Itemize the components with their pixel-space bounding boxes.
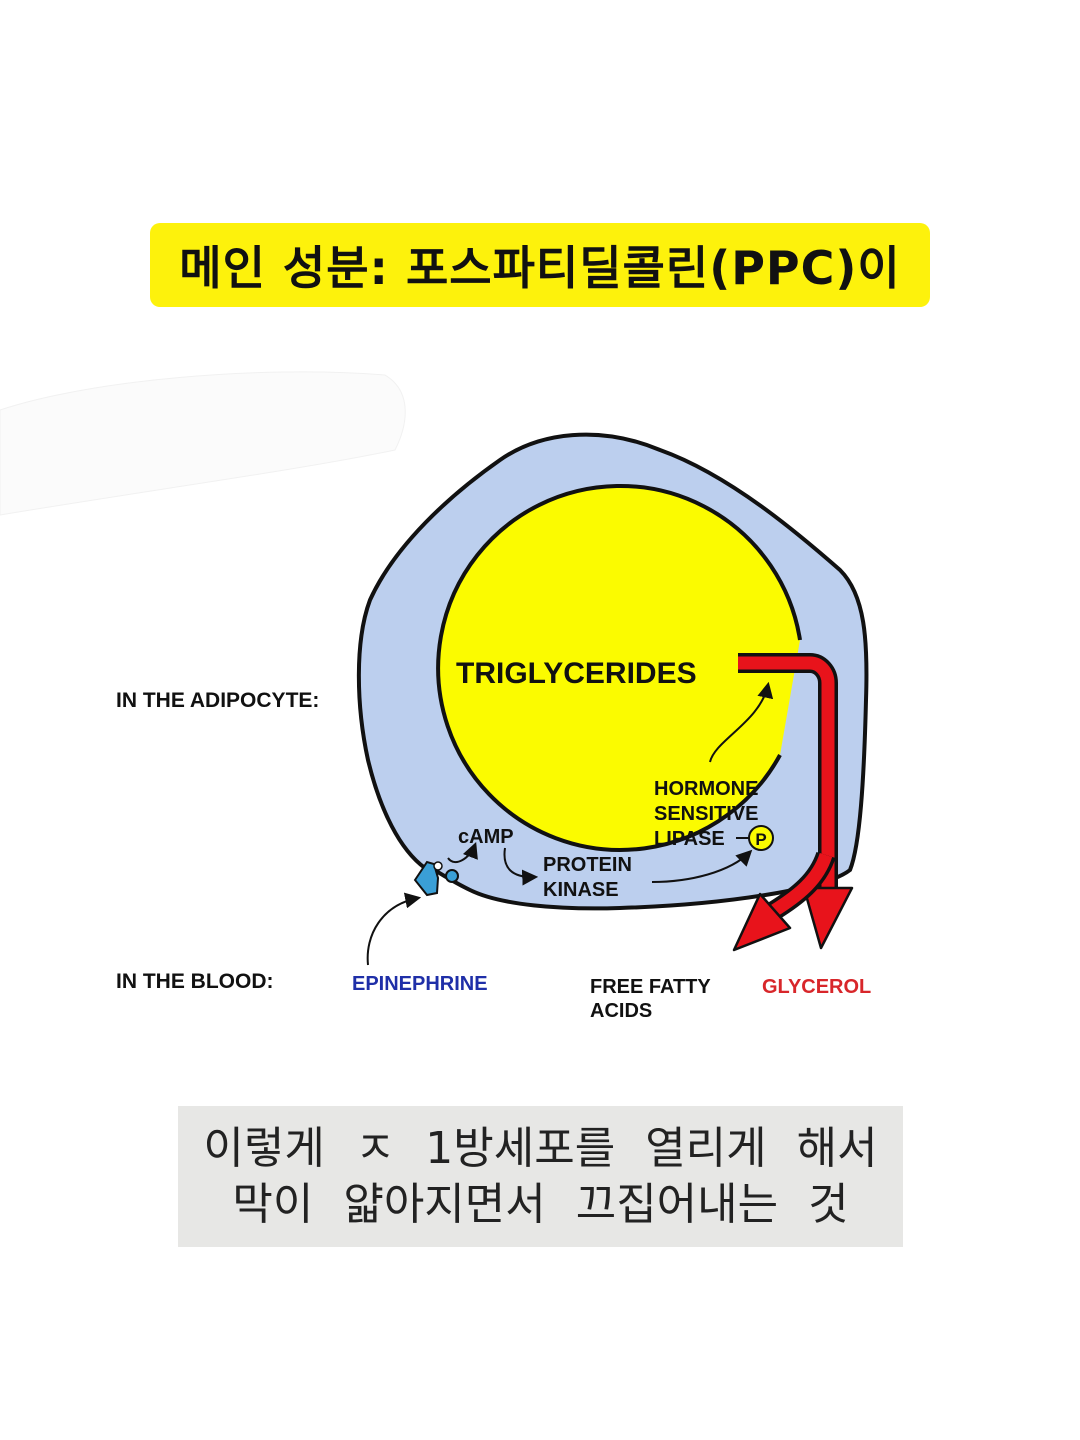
title-banner: 메인 성분: 포스파티딜콜린(PPC)이 [150, 223, 930, 307]
label-in-blood: IN THE BLOOD: [116, 970, 274, 993]
label-free-fatty: FREE FATTY [590, 976, 711, 998]
caption-box: 이렇게 ㅈ 1방세포를 열리게 해서 막이 얇아지면서 끄집어내는 것 [178, 1106, 903, 1247]
page-title: 메인 성분: 포스파티딜콜린(PPC)이 [179, 241, 901, 295]
label-triglycerides: TRIGLYCERIDES [456, 657, 697, 690]
caption-line-2: 막이 얇아지면서 끄집어내는 것 [232, 1178, 849, 1230]
label-acids: ACIDS [590, 1000, 652, 1022]
label-camp: cAMP [458, 826, 514, 848]
phosphate-icon [736, 825, 774, 851]
arrow-camp-to-protein-kinase [503, 847, 539, 886]
arrow-lipase-to-triglycerides [709, 681, 774, 763]
arrow-receptor-to-camp [447, 842, 478, 864]
label-sensitive: SENSITIVE [654, 803, 758, 825]
label-kinase: KINASE [543, 879, 619, 901]
glycerol-arrowhead [802, 886, 854, 950]
lipolysis-red-arrows [732, 653, 854, 952]
triglyceride-droplet [436, 483, 802, 852]
label-protein: PROTEIN [543, 854, 632, 876]
label-glycerol: GLYCEROL [762, 976, 871, 998]
background-smudge [0, 371, 406, 516]
fatty-acid-arrowhead [732, 892, 792, 952]
receptor-icon [413, 860, 459, 897]
arrow-kinase-to-lipase [651, 849, 753, 883]
label-hormone: HORMONE [654, 778, 758, 800]
caption-line-1: 이렇게 ㅈ 1방세포를 열리게 해서 [203, 1122, 878, 1174]
arrow-epinephrine-to-receptor [366, 892, 422, 966]
label-in-adipocyte: IN THE ADIPOCYTE: [116, 689, 319, 712]
label-epinephrine: EPINEPHRINE [352, 973, 488, 995]
label-lipase: LIPASE [654, 828, 725, 850]
label-phosphate: P [755, 830, 766, 849]
